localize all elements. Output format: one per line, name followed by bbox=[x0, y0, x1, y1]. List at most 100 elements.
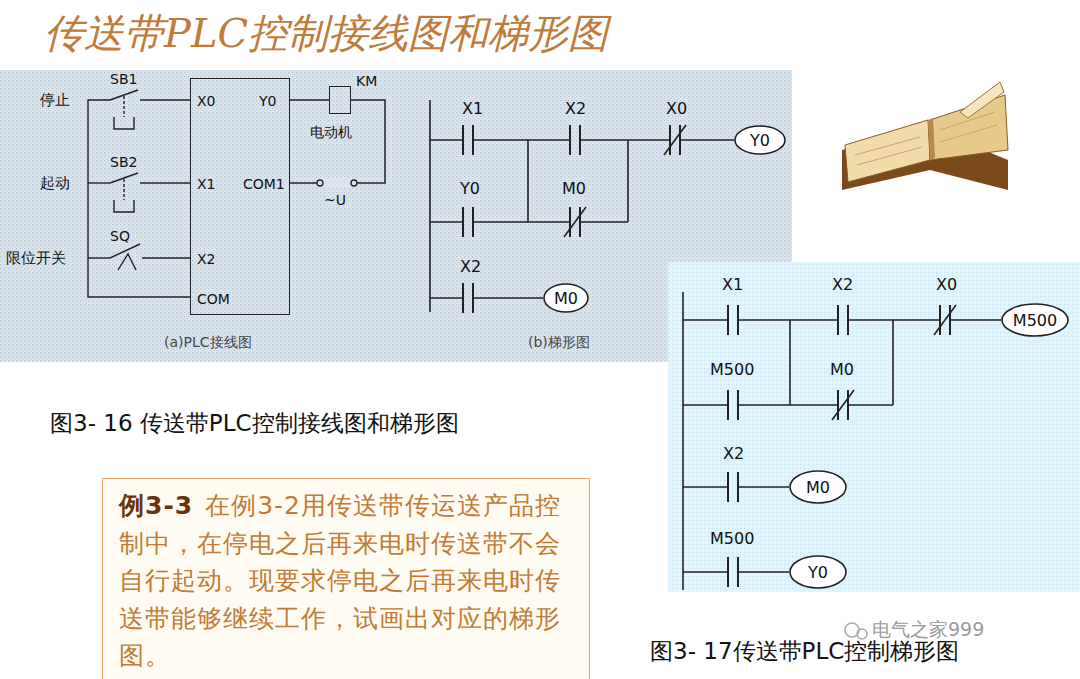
ladder-coil: M0 bbox=[789, 470, 847, 504]
label: X1 bbox=[462, 100, 483, 118]
ladder-wire bbox=[950, 319, 1001, 321]
title: 传送带PLC控制接线图和梯形图 bbox=[44, 6, 608, 61]
ladder-wire bbox=[738, 319, 838, 321]
ladder-wire bbox=[430, 297, 463, 299]
ladder-coil: M500 bbox=[1001, 303, 1069, 337]
contactor-coil: KM bbox=[329, 86, 351, 114]
wiring bbox=[88, 90, 190, 297]
contact-symbol bbox=[939, 305, 941, 335]
ladder-wire bbox=[580, 139, 670, 141]
ladder-wire bbox=[892, 320, 894, 405]
ladder-wire bbox=[430, 139, 463, 141]
ladder-wire bbox=[680, 139, 734, 141]
terminal-label: COM bbox=[197, 291, 230, 307]
coil-outline bbox=[1002, 304, 1068, 336]
ladder-wire bbox=[527, 140, 529, 222]
contact-symbol bbox=[569, 207, 571, 237]
contact-symbol bbox=[727, 390, 729, 420]
ladder-wire bbox=[683, 486, 728, 488]
ladder-wire bbox=[683, 404, 728, 406]
label: M500 bbox=[710, 530, 754, 548]
terminal-label: X1 bbox=[197, 176, 216, 192]
example-box: 例3-3在例3-2用传送带传运送产品控制中，在停电之后再来电时传送带不会自行起动… bbox=[102, 478, 590, 679]
source-gap bbox=[318, 178, 356, 188]
ladder-wire bbox=[848, 319, 940, 321]
source-terminal bbox=[317, 180, 323, 186]
coil-label: KM bbox=[356, 73, 377, 89]
label: 停止 bbox=[40, 92, 70, 109]
coil-outline bbox=[790, 556, 846, 588]
coil-label: M500 bbox=[1013, 311, 1057, 330]
terminal-label: Y0 bbox=[259, 93, 276, 109]
coil-label: M0 bbox=[554, 289, 578, 308]
label: X2 bbox=[723, 445, 744, 463]
watermark-icon bbox=[857, 629, 867, 639]
terminal-label: COM1 bbox=[243, 176, 285, 192]
ladder-wire bbox=[682, 292, 684, 590]
ladder-coil: Y0 bbox=[789, 555, 847, 589]
label: 电动机 bbox=[310, 124, 352, 140]
label: X0 bbox=[666, 100, 687, 118]
label: X2 bbox=[565, 100, 586, 118]
label: 限位开关 bbox=[6, 250, 66, 267]
ladder-wire bbox=[580, 221, 628, 223]
wire bbox=[290, 99, 329, 101]
contact-symbol bbox=[837, 390, 839, 420]
contact-symbol bbox=[727, 305, 729, 335]
ladder-wire bbox=[738, 486, 789, 488]
book-illustration bbox=[842, 82, 1008, 190]
coil-label: M0 bbox=[806, 478, 830, 497]
ladder-wire bbox=[473, 221, 570, 223]
label: 起动 bbox=[40, 175, 70, 192]
source-terminal bbox=[351, 180, 357, 186]
label: ~U bbox=[324, 192, 346, 208]
plc-box: X0X1X2COM Y0COM1 bbox=[190, 78, 290, 315]
label: X0 bbox=[936, 276, 957, 294]
label: (b)梯形图 bbox=[528, 334, 590, 350]
watermark: 电气之家999 bbox=[872, 619, 984, 641]
label: SQ bbox=[110, 228, 130, 244]
ladder-wire bbox=[683, 319, 728, 321]
ladder-wire bbox=[789, 320, 791, 405]
coil-outline bbox=[735, 126, 785, 154]
terminal-label: X2 bbox=[197, 251, 216, 267]
right-panel bbox=[668, 262, 1080, 592]
contact-symbol bbox=[569, 125, 571, 155]
label: (a)PLC接线图 bbox=[164, 334, 252, 350]
coil-outline bbox=[790, 471, 846, 503]
label: M0 bbox=[830, 361, 854, 379]
contact-symbol bbox=[462, 125, 464, 155]
ladder-wire bbox=[738, 404, 838, 406]
example-heading: 例3-3 bbox=[119, 491, 193, 520]
contact-symbol bbox=[727, 557, 729, 587]
wire bbox=[290, 100, 385, 183]
ladder-wire bbox=[627, 140, 629, 222]
label: M500 bbox=[710, 361, 754, 379]
contact-symbol bbox=[462, 283, 464, 313]
label: X1 bbox=[722, 276, 743, 294]
label: X2 bbox=[460, 258, 481, 276]
coil-label: Y0 bbox=[808, 563, 828, 582]
ladder-coil: Y0 bbox=[734, 125, 786, 155]
ladder-wire bbox=[429, 100, 431, 312]
ladder-coil: M0 bbox=[543, 283, 589, 313]
contact-symbol bbox=[727, 472, 729, 502]
ladder-wire bbox=[848, 404, 893, 406]
label: SB1 bbox=[110, 71, 137, 87]
ladder-wire bbox=[430, 221, 463, 223]
coil-outline bbox=[544, 284, 588, 312]
label: X2 bbox=[832, 276, 853, 294]
contact-symbol bbox=[462, 207, 464, 237]
caption: 图3- 16 传送带PLC控制接线图和梯形图 bbox=[50, 408, 459, 439]
ladder-wire bbox=[738, 571, 789, 573]
ladder-wire bbox=[473, 139, 570, 141]
ladder-wire bbox=[683, 571, 728, 573]
label: Y0 bbox=[460, 180, 480, 198]
label: 图3- 17传送带PLC控制梯形图 bbox=[650, 638, 959, 664]
contact-symbol bbox=[669, 125, 671, 155]
coil-label: Y0 bbox=[750, 131, 770, 150]
terminal-label: X0 bbox=[197, 93, 216, 109]
ladder-wire bbox=[473, 297, 543, 299]
label: SB2 bbox=[110, 154, 137, 170]
